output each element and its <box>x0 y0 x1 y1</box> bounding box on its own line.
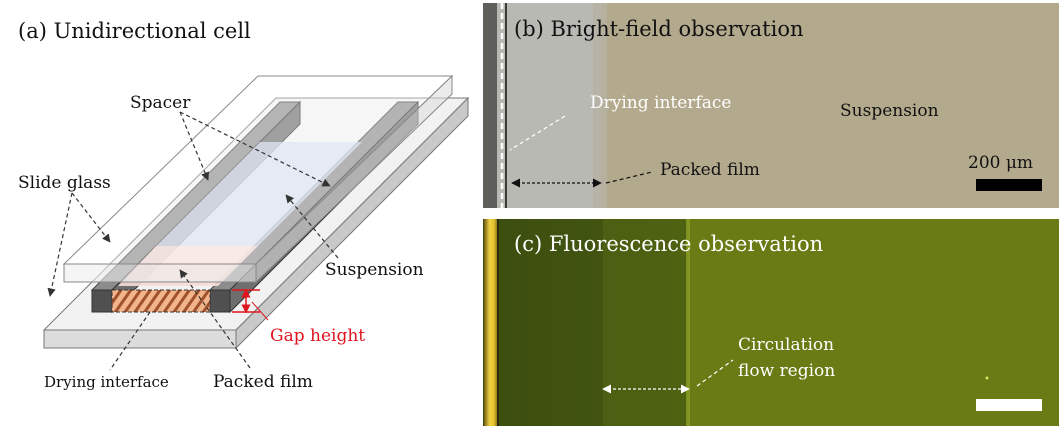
panel-c-title: (c) Fluorescence observation <box>514 232 823 256</box>
label-suspension-a: Suspension <box>325 260 424 280</box>
panel-a-title: (a) Unidirectional cell <box>18 19 251 43</box>
gap-height-marker <box>232 288 269 321</box>
panel-c: (c) Fluorescence observation Circulation… <box>483 219 1059 426</box>
label-slide-glass: Slide glass <box>18 173 111 193</box>
drying-interface-leader <box>509 115 566 151</box>
circulation-boundary <box>686 219 690 426</box>
label-drying-interface-b: Drying interface <box>590 93 731 113</box>
bright-field-edge <box>483 3 497 208</box>
panel-b: (b) Bright-field observation Drying inte… <box>483 3 1059 208</box>
fluorescence-edge <box>484 219 498 426</box>
label-packed-film-a: Packed film <box>213 372 313 392</box>
label-circulation-line2: flow region <box>738 361 835 381</box>
label-drying-interface-a: Drying interface <box>44 373 169 391</box>
label-gap-height: Gap height <box>270 326 365 346</box>
label-spacer: Spacer <box>130 93 191 113</box>
panel-a-leaders <box>47 111 339 371</box>
packed-film-section <box>111 289 211 313</box>
label-circulation-line1: Circulation <box>738 335 834 355</box>
scale-bar-label: 200 μm <box>968 153 1033 173</box>
scale-bar-b <box>976 179 1042 191</box>
packed-film-leader <box>605 171 653 184</box>
label-packed-film-b: Packed film <box>660 160 760 180</box>
fluorescent-particle <box>985 376 989 380</box>
top-slide-glass <box>62 74 454 284</box>
label-suspension-b: Suspension <box>840 101 939 121</box>
circulation-leader <box>696 359 734 387</box>
panel-b-title: (b) Bright-field observation <box>514 17 804 41</box>
panel-a: (a) Unidirectional cell <box>18 19 470 392</box>
scale-bar-c <box>976 399 1042 411</box>
